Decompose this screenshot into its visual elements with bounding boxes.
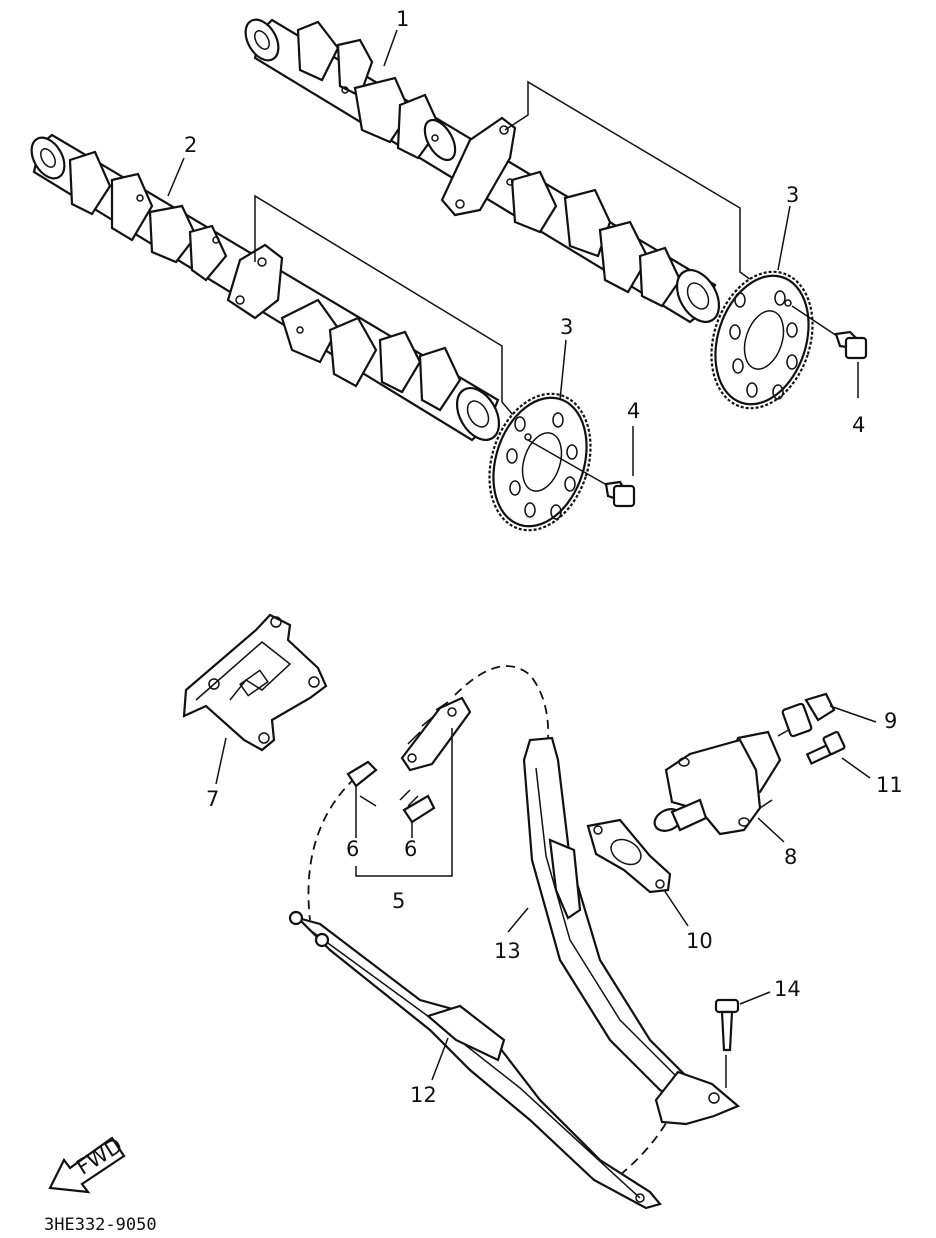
bolt-11	[805, 731, 846, 765]
label-part-11: 11	[876, 773, 903, 797]
bolt-4-upper	[791, 305, 868, 360]
diagram-code: 3HE332-9050	[44, 1215, 157, 1235]
assembly-lines	[254, 80, 779, 429]
label-part-6-left: 6	[346, 837, 359, 861]
fwd-arrow-icon: FWD	[48, 1133, 127, 1194]
leader-lines	[167, 29, 877, 1081]
label-part-1: 1	[396, 7, 409, 31]
gasket-10	[586, 818, 672, 894]
label-part-10: 10	[686, 929, 713, 953]
chain-guide-13	[522, 736, 741, 1126]
label-part-12: 12	[410, 1083, 437, 1107]
camshaft-1	[244, 18, 721, 324]
chain-guide-7	[182, 613, 328, 752]
label-part-8: 8	[784, 845, 797, 869]
label-part-6-right: 6	[404, 837, 417, 861]
label-part-14: 14	[774, 977, 801, 1001]
chain-joint-link-6	[346, 760, 436, 838]
bolt-4-lower	[527, 439, 636, 508]
bolt-9	[781, 692, 836, 738]
label-part-4-lower: 4	[627, 399, 640, 423]
label-part-9: 9	[884, 709, 897, 733]
timing-chain-5	[307, 665, 669, 1176]
cam-sprocket-3-upper	[710, 270, 814, 410]
chain-tensioner-8	[653, 730, 782, 836]
label-part-4-upper: 4	[852, 413, 865, 437]
camshaft-2	[30, 133, 501, 442]
label-part-7: 7	[206, 787, 219, 811]
cam-sprocket-3-lower	[488, 392, 592, 532]
chain-guide-12	[288, 910, 662, 1210]
label-part-3-lower: 3	[560, 315, 573, 339]
label-part-13: 13	[494, 939, 521, 963]
label-part-3-upper: 3	[786, 183, 799, 207]
bolt-14	[714, 998, 740, 1088]
bracket-5	[355, 728, 453, 877]
label-part-2: 2	[184, 133, 197, 157]
label-part-5: 5	[392, 889, 405, 913]
leader-8b	[759, 799, 773, 809]
